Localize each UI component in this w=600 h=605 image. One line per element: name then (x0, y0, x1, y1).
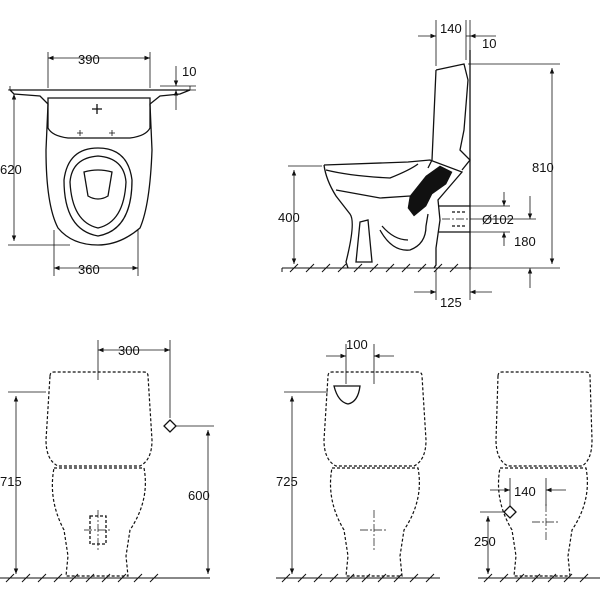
side-bowl (323, 159, 464, 269)
floor-hatch (281, 263, 472, 273)
fixing-mark-icon (77, 130, 115, 136)
front-tank (45, 371, 153, 467)
dim-side-total-height: 810 (532, 160, 554, 175)
back-floor-hatch (276, 573, 440, 583)
dim-side-tank-depth: 140 (440, 21, 462, 36)
front-floor-hatch (0, 573, 210, 583)
rear-view: 140 250 (474, 371, 600, 583)
top-view-seat (69, 155, 127, 229)
top-view-opening (83, 169, 113, 200)
front-view: 300 715 600 (0, 340, 214, 583)
dim-back-flush-width: 100 (346, 337, 368, 352)
top-view-tank (47, 97, 151, 139)
dim-front-total-height: 715 (0, 474, 22, 489)
dim-side-outlet-height: 180 (514, 234, 536, 249)
back-tank (323, 371, 427, 467)
dim-top-width: 390 (78, 52, 100, 67)
dim-back-total-height: 725 (276, 474, 298, 489)
top-view: 390 10 620 360 (0, 52, 196, 277)
front-inlet-icon (163, 419, 177, 433)
dim-front-inlet-height: 600 (188, 488, 210, 503)
top-view-outline (8, 89, 191, 246)
rear-fixing-left-icon (503, 505, 517, 519)
dim-top-seat-width: 360 (78, 262, 100, 277)
dim-side-tank-offset: 10 (482, 36, 496, 51)
side-tank (435, 63, 471, 171)
dim-side-bowl-height: 400 (278, 210, 300, 225)
dim-top-offset: 10 (182, 64, 196, 79)
side-view: 140 10 810 400 Ø102 180 125 (278, 20, 560, 310)
dim-top-depth: 620 (0, 162, 22, 177)
dim-side-outlet-diameter: Ø102 (482, 212, 514, 227)
back-view: 100 725 (276, 337, 440, 583)
back-bowl (329, 467, 420, 577)
rear-floor-hatch (478, 573, 600, 583)
rear-bowl (497, 467, 588, 577)
dim-side-outlet-distance: 125 (440, 295, 462, 310)
flush-valve (333, 385, 361, 405)
dim-rear-fixing-height: 250 (474, 534, 496, 549)
flush-button-icon (92, 104, 102, 114)
dim-front-inlet-offset: 300 (118, 343, 140, 358)
siphon-section (407, 165, 453, 217)
dim-rear-fixing-spacing: 140 (514, 484, 536, 499)
top-view-bowl (63, 147, 133, 237)
rear-tank (495, 371, 593, 467)
front-bowl (51, 467, 146, 577)
